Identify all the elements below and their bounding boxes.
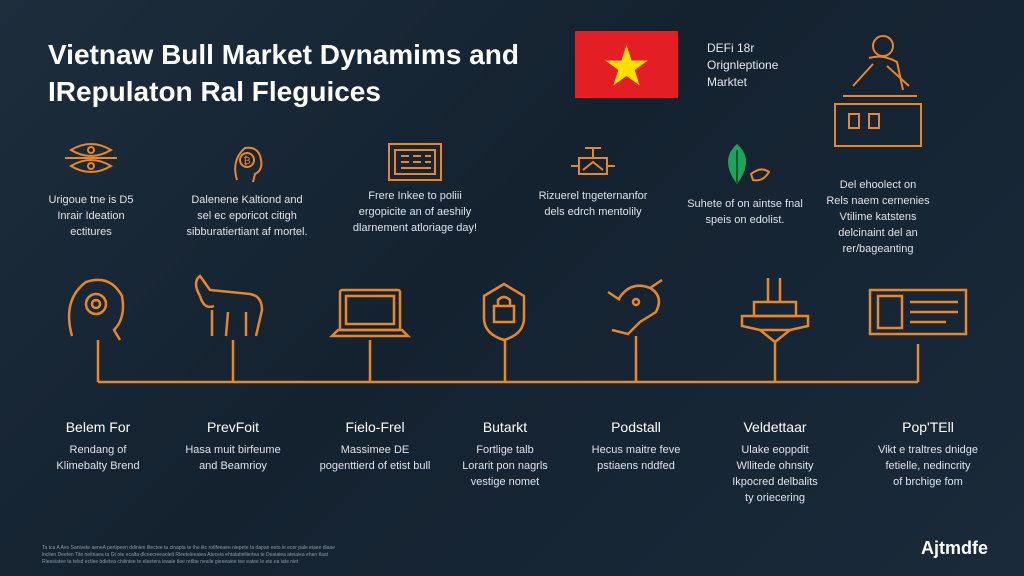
server-icon xyxy=(388,143,442,181)
bull-head-icon xyxy=(607,278,663,336)
bottom-item-text: Wllitede ohnsity xyxy=(736,460,814,472)
head-profile-icon xyxy=(67,278,125,341)
footer-line: Rleeeiatee ta telsd ectlee bdietea chili… xyxy=(42,559,299,565)
top-item-text: dels edrch mentolily xyxy=(544,206,642,218)
top-item-5: Suhete of on aintse fnal speis on edolis… xyxy=(670,140,820,228)
top-item-4: Rizuerel tngeternanfor dels edrch mentol… xyxy=(518,140,668,220)
side-item: Del ehoolect on Rels naem cernenies Vtil… xyxy=(818,30,938,257)
bottom-item-1: Belem For Rendang of Klimebalty Brend xyxy=(28,418,168,474)
person-at-desk-icon xyxy=(834,35,922,147)
top-item-2: ₿ Dalenene Kaltiond and sel ec eporicot … xyxy=(172,140,322,240)
top-item-text: Frere Inkee to poliii xyxy=(368,190,462,202)
top-item-text: Suhete of on aintse fnal xyxy=(687,198,803,210)
bottom-item-text: Rendang of xyxy=(69,444,127,456)
side-item-text: delcinaint del an xyxy=(838,227,918,239)
bottom-item-text: Hasa muit birfeume xyxy=(185,444,281,456)
bottom-item-text: Klimebalty Brend xyxy=(56,460,140,472)
bottom-item-text: Ulake eoppdit xyxy=(741,444,809,456)
bridge-icon xyxy=(740,278,810,344)
flag-note: DEFi 18r Orignleptione Marktet xyxy=(707,40,778,91)
network-icon xyxy=(65,143,117,173)
bottom-item-text: Lorarit pon nagrls xyxy=(462,460,548,472)
bottom-item-text: ty oriecering xyxy=(745,492,805,504)
top-item-3: Frere Inkee to poliii ergopicite an of a… xyxy=(340,140,490,236)
top-item-text: Urigoue tne is D5 xyxy=(48,194,134,206)
side-item-text: Vtilime katstens xyxy=(839,211,917,223)
bottom-item-label: Pop'TEll xyxy=(902,419,954,435)
bottom-item-label: Veldettaar xyxy=(743,419,807,435)
bottom-item-text: Hecus maitre feve xyxy=(591,444,681,456)
bottom-item-text: Fortlige talb xyxy=(476,444,534,456)
brand-logo: Ajtmdfe xyxy=(921,538,988,558)
bottom-item-label: Fielo-Frel xyxy=(345,419,405,435)
document-icon xyxy=(868,288,968,336)
page-title: Vietnaw Bull Market Dynamims and IRepula… xyxy=(48,36,519,110)
shield-lock-icon xyxy=(482,282,526,342)
bottom-item-3: Fielo-Frel Massimee DE pogenttierd of et… xyxy=(300,418,450,474)
title-line-1: Vietnaw Bull Market Dynamims and xyxy=(48,39,519,70)
top-item-text: Rizuerel tngeternanfor xyxy=(538,190,648,202)
side-item-text: rer/bageanting xyxy=(842,243,914,255)
bottom-item-text: pstiaens nddfed xyxy=(597,460,675,472)
bottom-item-6: Veldettaar Ulake eoppdit Wllitede ohnsit… xyxy=(708,418,842,506)
bitcoin-head-icon: ₿ xyxy=(234,146,263,183)
bottom-item-text: Vikt e traltres dnidge xyxy=(877,444,979,456)
title-line-2: IRepulaton Ral Fleguices xyxy=(48,76,381,107)
valve-icon xyxy=(571,147,615,175)
top-item-text: ectitures xyxy=(70,226,112,238)
top-item-1: Urigoue tne is D5 Inrair Ideation ectitu… xyxy=(16,140,166,240)
bottom-item-7: Pop'TEll Vikt e traltres dnidge fetielle… xyxy=(846,418,1010,490)
side-item-text: Del ehoolect on xyxy=(839,179,917,191)
side-item-text: Rels naem cernenies xyxy=(826,195,930,207)
footer-fine-print: Ta tca A Aes Sanivete aeneA pertipeen dd… xyxy=(42,545,462,566)
top-item-text: ergopicite an of aeshily xyxy=(358,206,472,218)
svg-text:₿: ₿ xyxy=(243,155,250,167)
bottom-item-text: Massimee DE xyxy=(340,444,410,456)
bottom-item-5: Podstall Hecus maitre feve pstiaens nddf… xyxy=(568,418,704,474)
bottom-item-text: vestige nomet xyxy=(470,476,540,488)
vietnam-flag xyxy=(575,31,678,98)
flag-star-icon xyxy=(605,45,648,86)
leaf-icon xyxy=(728,144,771,184)
top-item-text: sibburatiertiant af mortel. xyxy=(186,226,308,238)
laptop-icon xyxy=(328,288,412,338)
bottom-item-label: Belem For xyxy=(65,419,131,435)
bottom-item-text: of brchige fom xyxy=(893,476,963,488)
top-item-text: sel ec eporicot citigh xyxy=(197,210,297,222)
bottom-item-label: Podstall xyxy=(611,419,661,435)
top-item-text: dlarnement atloriage day! xyxy=(352,222,478,234)
bottom-item-text: and Beamrioy xyxy=(199,460,267,472)
bottom-item-text: fetielle, nedincrity xyxy=(885,460,971,472)
flag-note-line: DEFi 18r xyxy=(707,41,755,55)
top-item-text: speis on edolist. xyxy=(705,214,785,226)
bottom-item-label: PrevFoit xyxy=(206,419,260,435)
bottom-item-2: PrevFoit Hasa muit birfeume and Beamrioy xyxy=(163,418,303,474)
top-item-text: Inrair Ideation xyxy=(57,210,125,222)
top-item-text: Dalenene Kaltiond and xyxy=(191,194,303,206)
bottom-item-4: Butarkt Fortlige talb Lorarit pon nagrls… xyxy=(442,418,568,490)
flag-note-line: Orignleptione xyxy=(707,58,779,72)
footer-line: Ta tca A Aes Sanivete aeneA pertipeen dd… xyxy=(42,545,335,551)
bottom-item-text: pogenttierd of etist bull xyxy=(319,460,431,472)
flag-note-line: Marktet xyxy=(707,75,748,89)
bull-icon xyxy=(194,274,264,337)
bottom-item-text: Ikpocred delbalits xyxy=(732,476,818,488)
bottom-item-label: Butarkt xyxy=(482,419,528,435)
footer-line: lnclien Deeten Tite neitriaea ta Gt ote … xyxy=(42,552,329,558)
